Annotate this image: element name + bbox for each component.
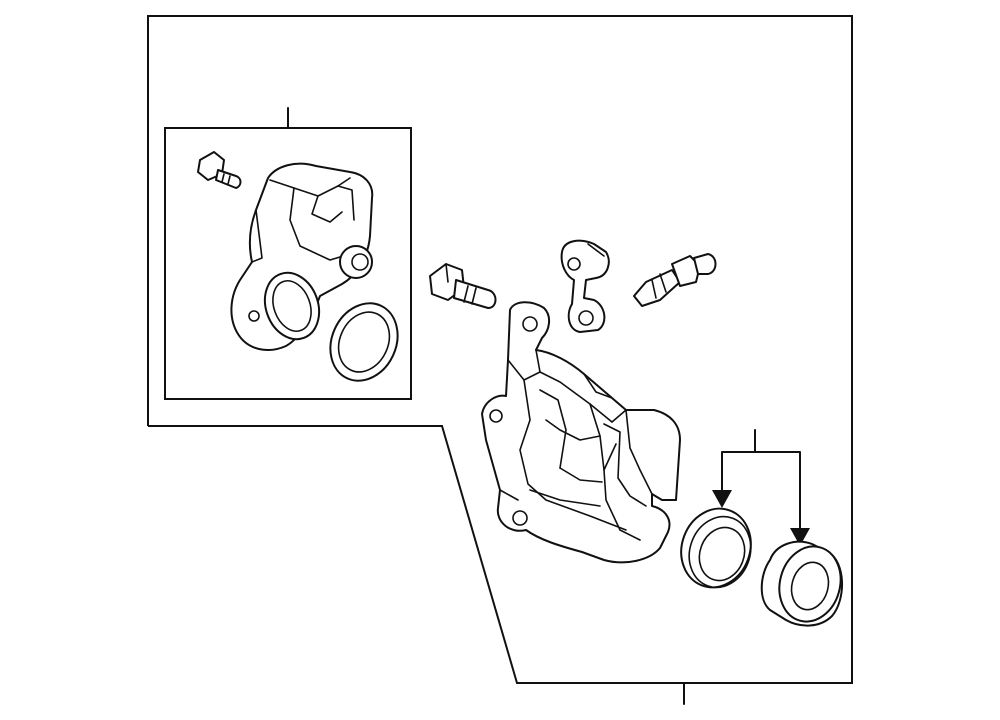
piston-seal (680, 507, 752, 589)
assembly-frame (147, 15, 853, 684)
caliper-bracket (230, 162, 374, 351)
bracket-seal (329, 302, 399, 382)
piston (760, 540, 844, 627)
caliper-housing (481, 301, 681, 564)
piston-arrowhead (790, 528, 810, 546)
piston-seal-arrowhead (712, 490, 732, 508)
bleeder-screw (633, 253, 717, 307)
bracket-bolt (197, 151, 242, 189)
piston-group-bracket (721, 451, 801, 531)
caliper-guide-bolt (429, 263, 497, 309)
banjo-fitting (560, 239, 610, 333)
